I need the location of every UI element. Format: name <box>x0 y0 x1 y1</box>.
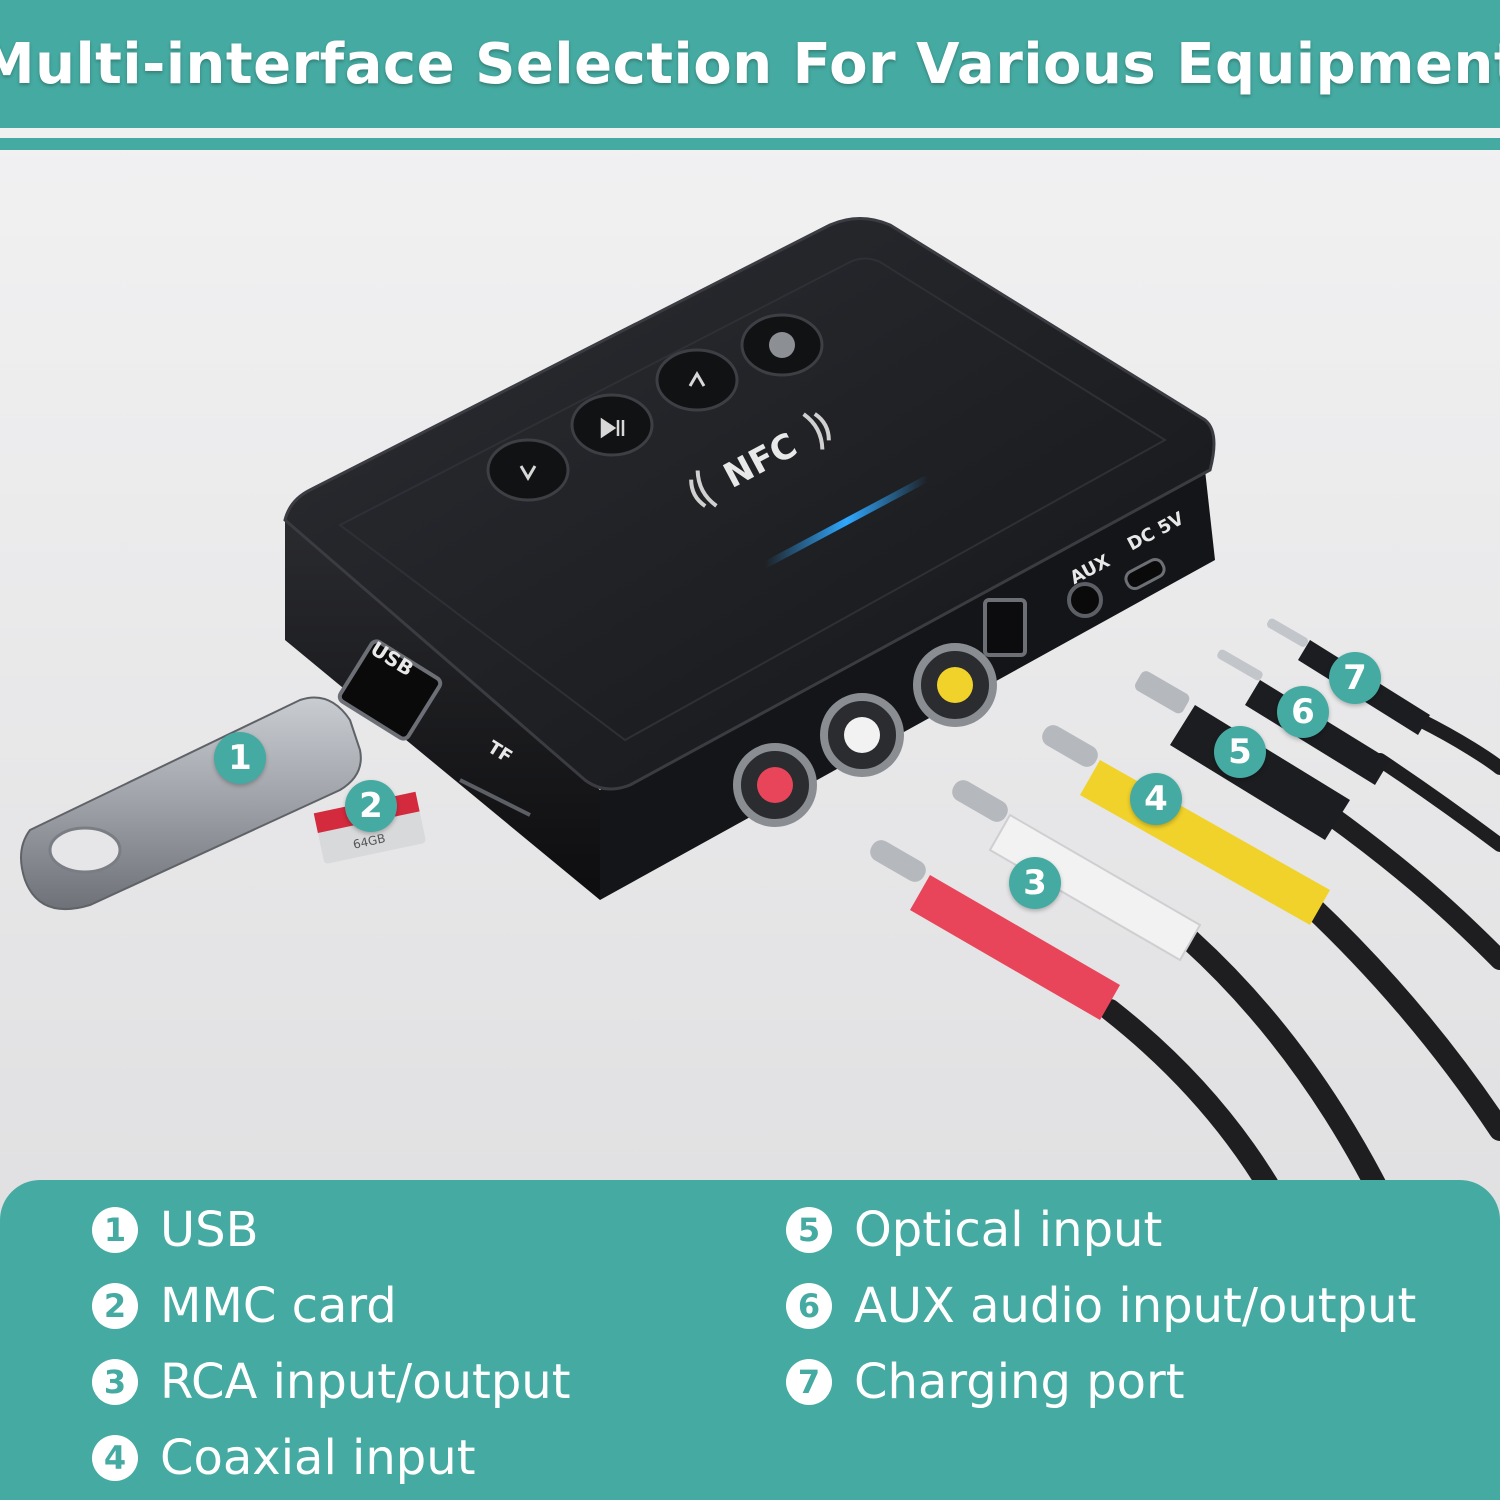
chevron-up-icon <box>688 371 706 387</box>
cable-aux <box>1373 753 1500 852</box>
legend-item-rca: 3 RCA input/output <box>92 1354 571 1410</box>
play-pause-button <box>570 393 654 457</box>
optical-plug <box>1135 671 1350 840</box>
play-pause-icon <box>600 417 625 439</box>
receiver-device: NFC USB TF AUX DC 5V <box>283 217 1216 900</box>
dc-port <box>1124 557 1166 591</box>
callout-6: 6 <box>1277 686 1329 738</box>
header-stripe <box>0 138 1500 150</box>
legend-number: 7 <box>786 1359 832 1405</box>
callout-7: 7 <box>1329 652 1381 704</box>
card-text: 64GB <box>352 831 387 852</box>
legend-number: 2 <box>92 1283 138 1329</box>
legend-label: AUX audio input/output <box>854 1278 1417 1334</box>
legend-panel: 1 USB 2 MMC card 3 RCA input/output 4 Co… <box>0 1180 1500 1500</box>
usb-stick <box>20 696 362 911</box>
legend-label: Charging port <box>854 1354 1185 1410</box>
legend-item-aux: 6 AUX audio input/output <box>786 1278 1416 1334</box>
device-buttons <box>486 313 824 502</box>
device-top <box>283 217 1216 791</box>
callout-4: 4 <box>1130 773 1182 825</box>
led-indicator <box>761 474 932 569</box>
device-top-inner <box>338 257 1167 742</box>
legend-item-coaxial: 4 Coaxial input <box>92 1430 476 1486</box>
prev-button <box>486 438 570 502</box>
callout-3: 3 <box>1009 857 1061 909</box>
callout-5: 5 <box>1214 726 1266 778</box>
cable-charge <box>1413 713 1500 775</box>
cable-yellow <box>1299 894 1500 1141</box>
legend-label: Coaxial input <box>160 1430 476 1486</box>
legend-number: 4 <box>92 1435 138 1481</box>
header-banner: Multi-interface Selection For Various Eq… <box>0 0 1500 128</box>
legend-number: 1 <box>92 1207 138 1253</box>
legend-number: 5 <box>786 1207 832 1253</box>
legend-item-usb: 1 USB <box>92 1202 259 1258</box>
next-button <box>655 348 739 412</box>
legend-item-optical: 5 Optical input <box>786 1202 1162 1258</box>
chevron-down-icon <box>519 465 537 481</box>
tf-slot <box>459 778 531 817</box>
legend-label: Optical input <box>854 1202 1163 1258</box>
optical-port <box>983 598 1027 657</box>
power-icon <box>769 332 795 358</box>
rca-plug-red <box>870 840 1120 1020</box>
callout-2: 2 <box>345 780 397 832</box>
cable-optical <box>1320 805 1500 970</box>
legend-number: 6 <box>786 1283 832 1329</box>
legend-number: 3 <box>92 1359 138 1405</box>
header-title: Multi-interface Selection For Various Eq… <box>0 31 1500 97</box>
device-side-left <box>285 520 600 900</box>
legend-item-charging: 7 Charging port <box>786 1354 1185 1410</box>
callout-1: 1 <box>214 732 266 784</box>
rca-plug-white <box>952 780 1202 962</box>
legend-label: RCA input/output <box>160 1354 571 1410</box>
legend-label: MMC card <box>160 1278 397 1334</box>
legend-label: USB <box>160 1202 259 1258</box>
legend-item-mmc-card: 2 MMC card <box>92 1278 397 1334</box>
aux-port <box>1067 582 1103 618</box>
nfc-wave-icon <box>689 412 831 508</box>
usb-port <box>337 639 443 741</box>
